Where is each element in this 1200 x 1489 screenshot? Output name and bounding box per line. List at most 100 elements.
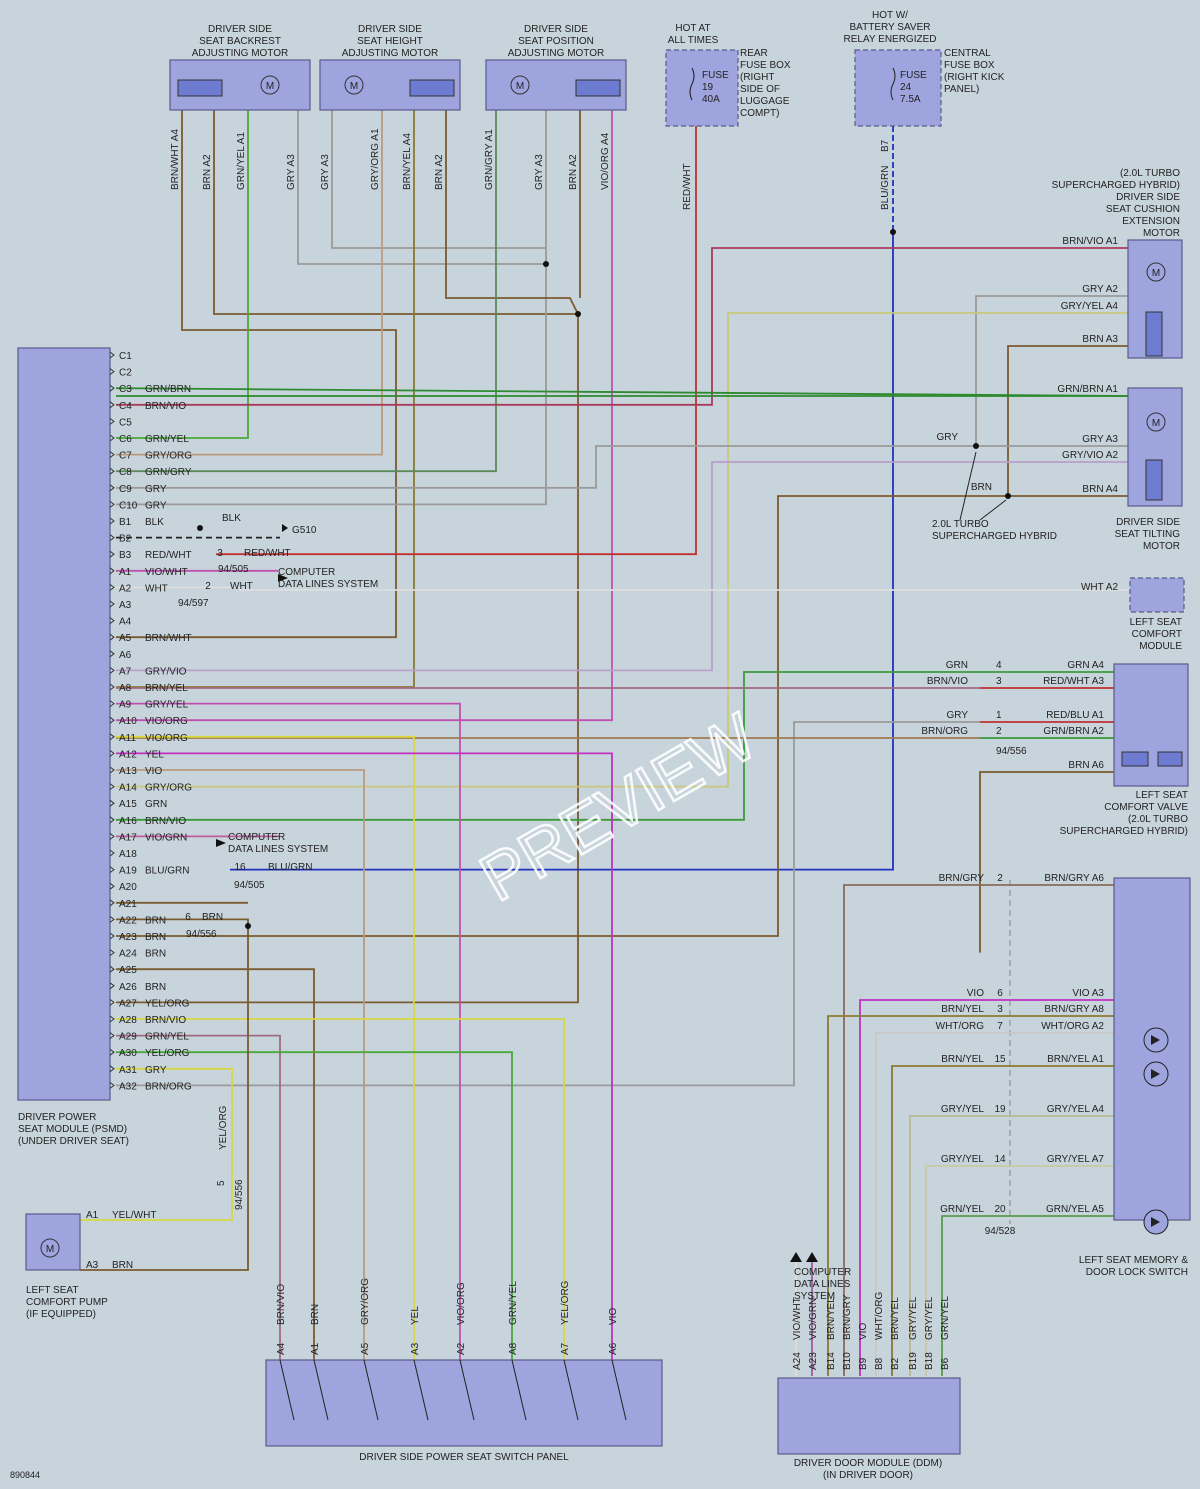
mem-left-wire-label: GRY/YEL	[941, 1154, 985, 1165]
pin-chevron-icon	[109, 750, 115, 757]
pin-chevron-icon	[109, 467, 115, 475]
wire-cushion-a2	[975, 295, 1128, 446]
position-motor-title: DRIVER SIDE	[524, 24, 588, 35]
pin-chevron-icon	[109, 1082, 115, 1089]
motor-icon-label: M	[46, 1244, 54, 1255]
position-motor-title: ADJUSTING MOTOR	[508, 48, 604, 59]
wire-cushion-a1	[116, 247, 1128, 406]
valve-left-wire-label: BRN/VIO	[927, 676, 968, 687]
pin-chevron-icon	[109, 916, 115, 923]
pin-chevron-icon	[109, 783, 115, 790]
ddm-label: DRIVER DOOR MODULE (DDM)	[794, 1458, 942, 1469]
backrest-motor-title: DRIVER SIDE	[208, 24, 272, 35]
psmd-wire-label: YEL/ORG	[145, 998, 190, 1009]
mem-pin-label: GRY/YEL A7	[1047, 1154, 1105, 1165]
psmd-wire-label: BRN	[145, 949, 166, 960]
battery-saver-label: RELAY ENERGIZED	[844, 34, 937, 45]
pin-chevron-icon	[109, 866, 115, 873]
ddm-pin-label: B2	[890, 1357, 901, 1370]
backrest-motor-motor-icon	[260, 75, 280, 95]
psmd-pin-label: B3	[119, 550, 132, 561]
cushion-motor-label: SUPERCHARGED HYBRID)	[1052, 180, 1180, 191]
pin-chevron-icon	[109, 517, 115, 525]
psmd-wire-label: BLK	[145, 517, 164, 528]
comfort-valve-label: (2.0L TURBO	[1128, 814, 1188, 825]
splice-blugrn	[890, 229, 896, 235]
psmd-wire-label: GRY/ORG	[145, 451, 192, 462]
psmd-wire-label: BRN/VIO	[145, 401, 186, 412]
wire-label: GRN/GRY A1	[484, 129, 495, 190]
inline-label: BLK	[222, 513, 241, 524]
wire-label: GRY/ORG A1	[370, 128, 381, 190]
psmd-pin-label: A12	[119, 749, 137, 760]
mem-conn-label: 94/528	[985, 1226, 1016, 1237]
wire-a22	[80, 918, 249, 1271]
pin-chevron-icon	[109, 351, 115, 359]
switch-wire-label: YEL	[410, 1306, 421, 1325]
memory-switch-label: LEFT SEAT MEMORY &	[1079, 1255, 1188, 1266]
wire-cushion-a4	[116, 312, 1128, 788]
pin-chevron-icon	[109, 584, 115, 591]
psmd-pin-label: C7	[119, 451, 132, 462]
ddm-wire-label: GRY/YEL	[908, 1296, 919, 1340]
tilting-motor-label: DRIVER SIDE	[1116, 517, 1180, 528]
psmd-pin-label: A31	[119, 1065, 137, 1076]
psmd-wire-label: GRN/YEL	[145, 1032, 189, 1043]
psmd-pin-label: A2	[119, 583, 132, 594]
wire-height-a2	[445, 110, 579, 315]
psmd-wire-label: YEL/ORG	[145, 1048, 190, 1059]
doc-number: 890844	[10, 1470, 40, 1480]
switch-panel-label: DRIVER SIDE POWER SEAT SWITCH PANEL	[359, 1452, 569, 1463]
switch-contact-icon	[413, 1359, 429, 1421]
tilting-gry-label: GRY	[937, 432, 959, 443]
psmd-wire-label: BLU/GRN	[145, 866, 189, 877]
wire-position-a1	[116, 110, 497, 473]
battery-saver-label: HOT W/	[872, 10, 908, 21]
pump-wire-label: BRN	[112, 1260, 133, 1271]
mem-left-wire-label: VIO	[967, 988, 984, 999]
ddm-box	[777, 1377, 961, 1455]
psmd-pin-label: A23	[119, 932, 137, 943]
computer-data-label: COMPUTER	[278, 567, 335, 578]
psmd-pin-label: A1	[119, 567, 132, 578]
tilting-pin-label: GRN/BRN A1	[1057, 384, 1118, 395]
splice-tilt-gry	[973, 443, 979, 449]
pin-chevron-icon	[109, 434, 115, 442]
ddm-wire-label: GRY/YEL	[924, 1296, 935, 1340]
psmd-pin-label: A7	[119, 666, 132, 677]
wire-tilt-a2	[116, 461, 1128, 672]
memory-switch-label: DOOR LOCK SWITCH	[1086, 1267, 1188, 1278]
ddm-wire-label: BRN/GRY	[842, 1294, 853, 1340]
ground-icon	[282, 524, 288, 532]
comfort-pump-label: COMFORT PUMP	[26, 1297, 108, 1308]
switch-contact-icon	[459, 1359, 475, 1421]
mem-conn-num: 19	[994, 1104, 1006, 1115]
pin-chevron-icon	[109, 899, 115, 907]
preview-watermark: PREVIEW	[468, 698, 769, 915]
switch-panel-box	[265, 1359, 663, 1447]
hot-at-all-times-label: HOT AT	[675, 23, 710, 34]
valve-pin-label: GRN/BRN A2	[1043, 726, 1104, 737]
mem-conn-num: 15	[994, 1054, 1006, 1065]
wire-a12	[116, 735, 415, 1360]
cushion-motor-label: MOTOR	[1143, 228, 1180, 239]
cushion-actuator-icon	[1145, 311, 1163, 357]
psmd-pin-label: C6	[119, 434, 132, 445]
psmd-pin-label: A22	[119, 915, 137, 926]
arrow-icon	[790, 1252, 802, 1262]
psmd-label: DRIVER POWER	[18, 1112, 96, 1123]
position-motor-actuator-icon	[575, 79, 621, 97]
psmd-pin-label: A21	[119, 899, 137, 910]
psmd-pin-label: A9	[119, 700, 132, 711]
wire-layer	[80, 110, 1130, 1376]
ddm-pin-label: B10	[842, 1352, 853, 1370]
wire-position-a4	[116, 110, 613, 722]
ddm-pin-label: B8	[874, 1357, 885, 1370]
wire-tilt-a1	[115, 387, 1129, 397]
mem-left-wire-label: BRN/YEL	[941, 1054, 984, 1065]
wire-fuse19	[216, 126, 697, 556]
computer-data-label: DATA LINES SYSTEM	[278, 579, 378, 590]
cushion-motor-label: (2.0L TURBO	[1120, 168, 1180, 179]
ddm-wire-label: VIO/WHT	[792, 1297, 803, 1340]
